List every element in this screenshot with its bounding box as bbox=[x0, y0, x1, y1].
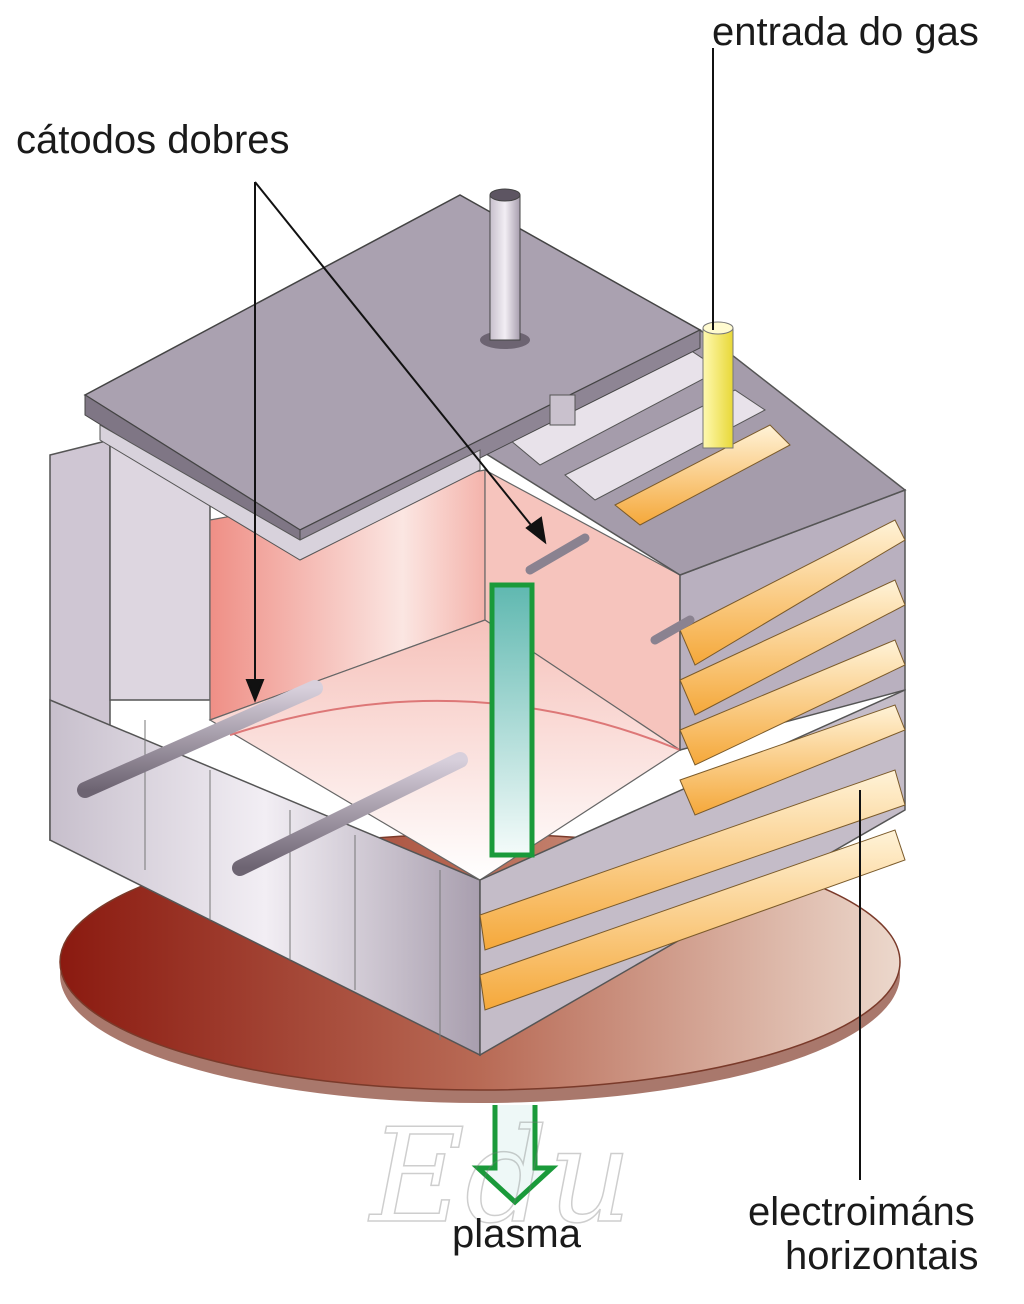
watermark: Edu bbox=[369, 1099, 632, 1253]
label-plasma: plasma bbox=[452, 1212, 581, 1256]
label-gas-inlet: entrada do gas bbox=[712, 10, 979, 54]
label-electromagnets-line2: horizontais bbox=[785, 1234, 979, 1278]
top-pillar bbox=[480, 188, 576, 426]
gas-inlet-pipe bbox=[702, 321, 734, 449]
electromagnet-bars bbox=[479, 519, 906, 1011]
label-double-cathodes: cátodos dobres bbox=[16, 118, 290, 162]
leader-lines bbox=[245, 48, 861, 1180]
top-plate bbox=[83, 194, 702, 561]
plasma-arrow bbox=[471, 582, 559, 1206]
double-cathodes bbox=[77, 533, 695, 876]
label-electromagnets-line1: electroimáns bbox=[748, 1190, 975, 1234]
